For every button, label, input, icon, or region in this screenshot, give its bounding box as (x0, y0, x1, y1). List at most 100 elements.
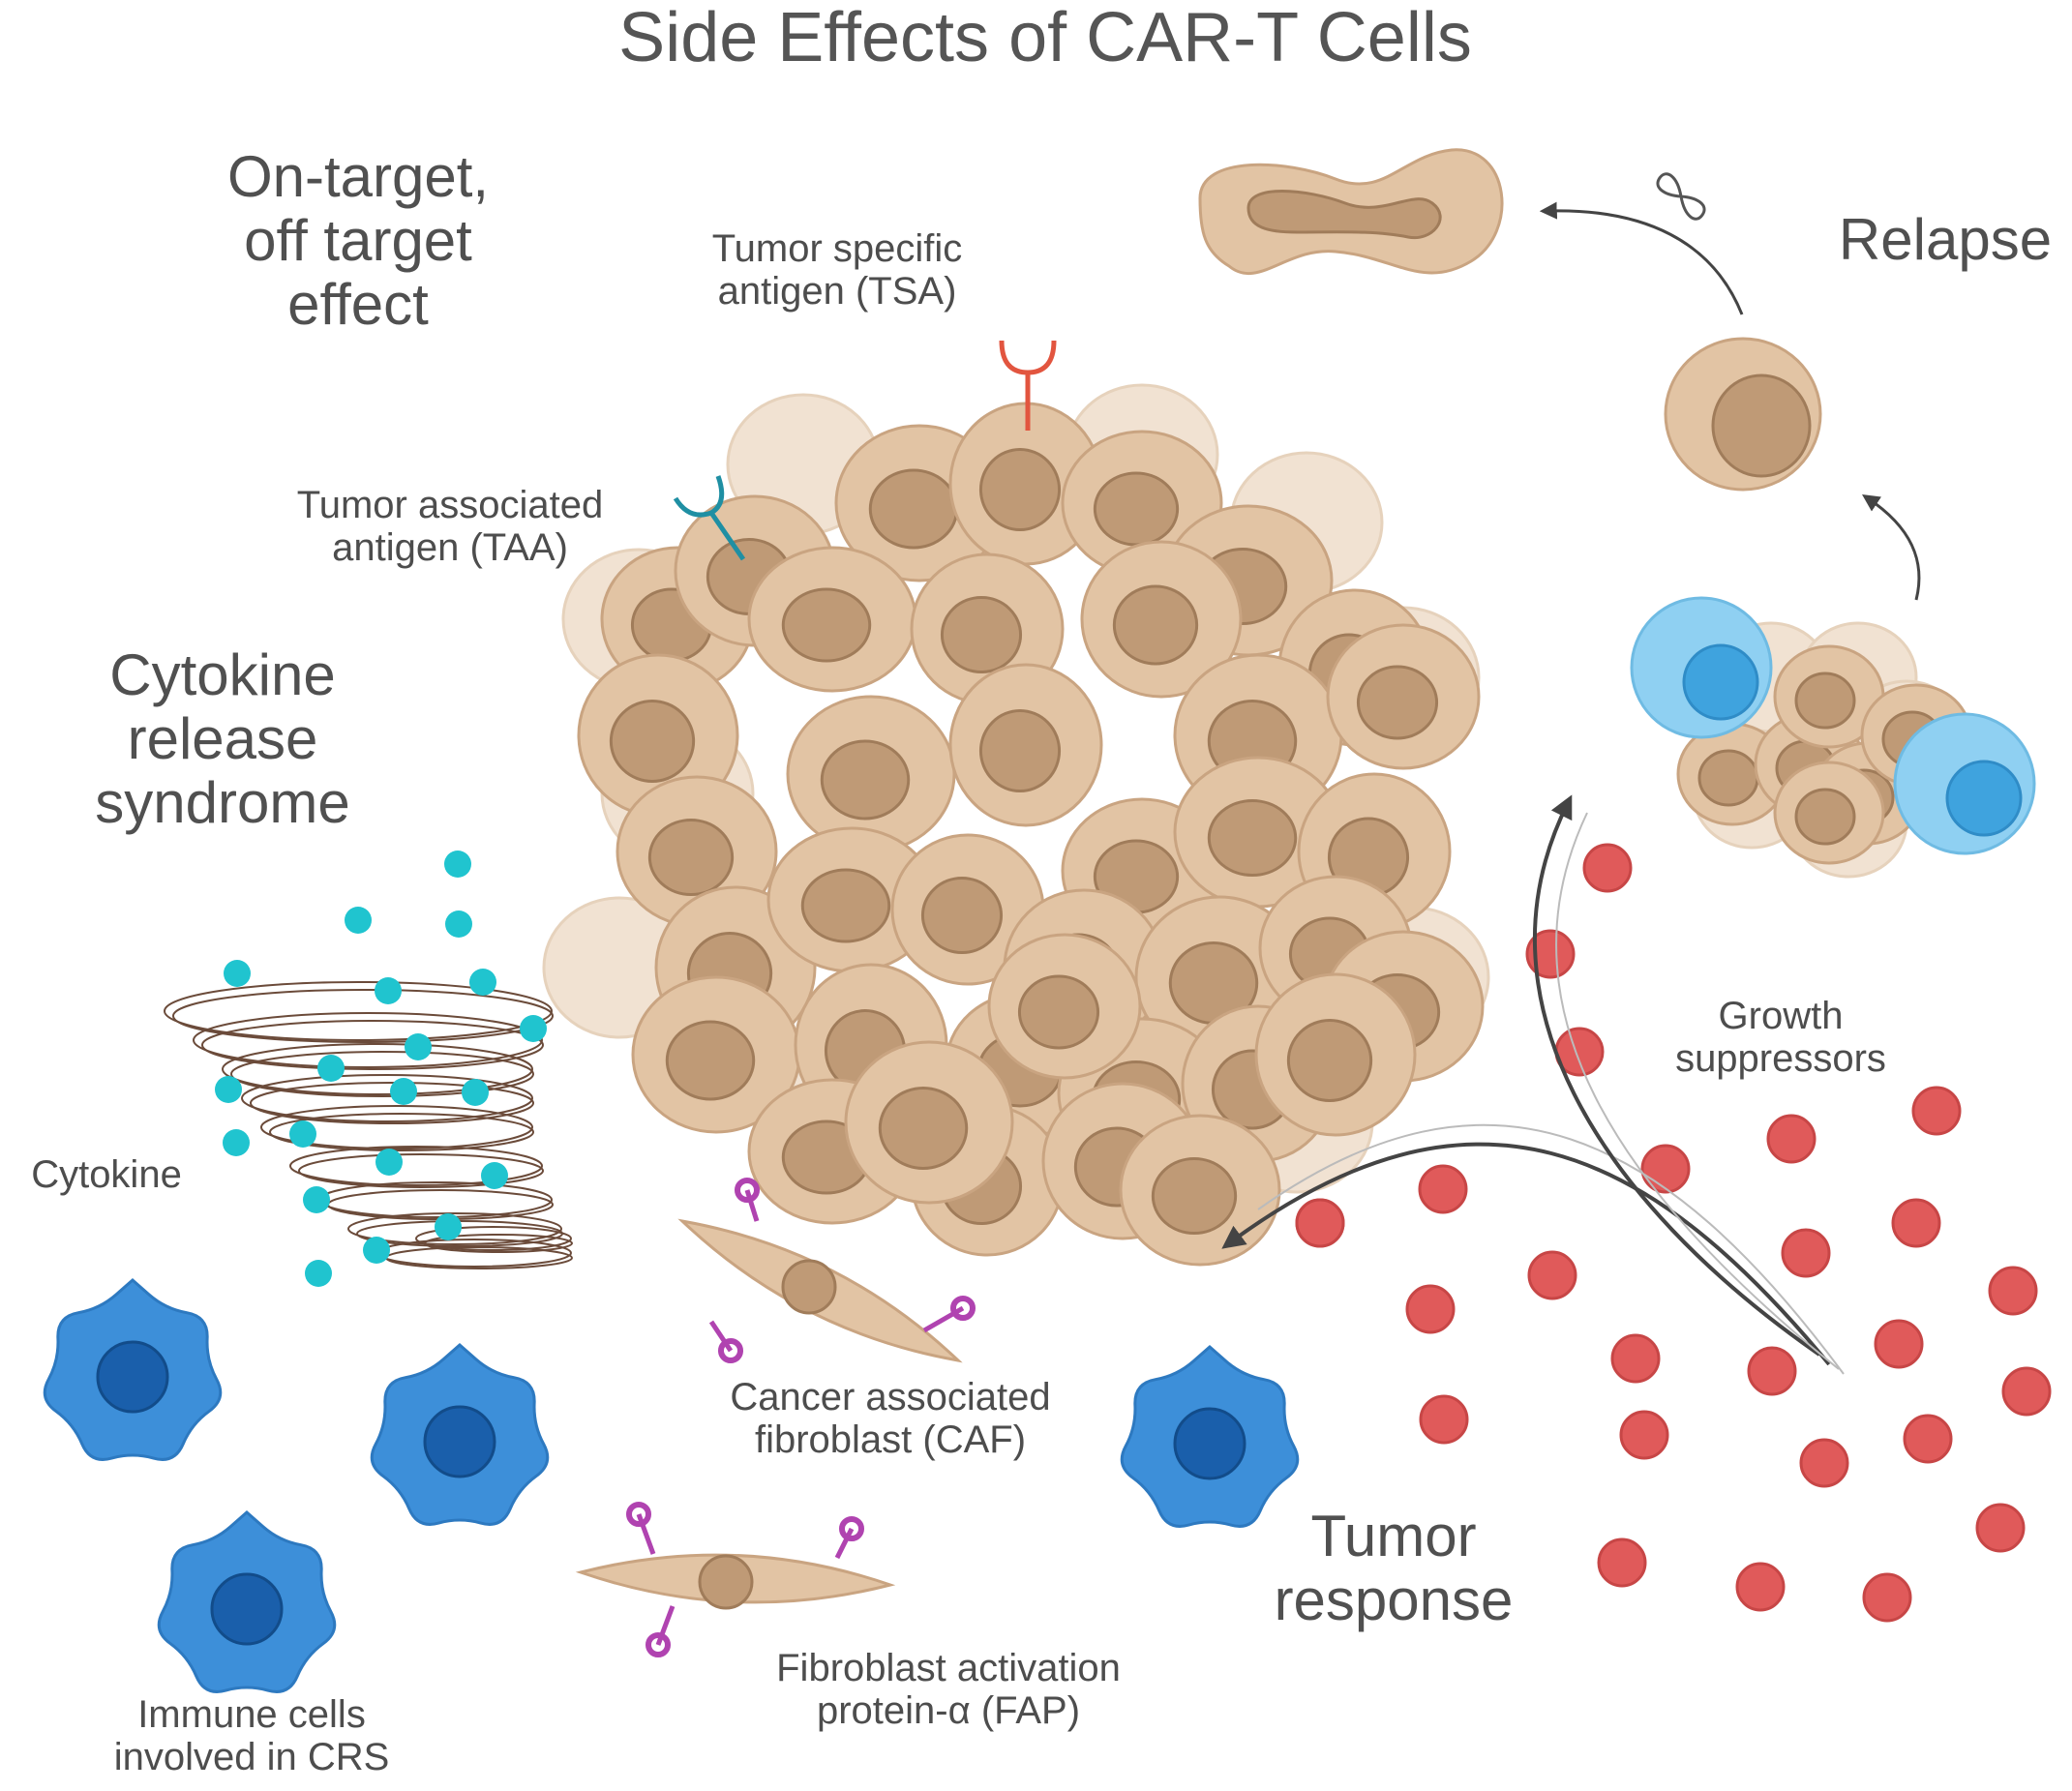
tumor-cell-nucleus (878, 1087, 969, 1170)
suppressor-dot (1295, 1198, 1345, 1248)
tumor-cell-nucleus (1356, 665, 1439, 740)
tumor-cell (747, 546, 917, 693)
tumor-cell-nucleus (820, 739, 911, 821)
suppressor-dot (1735, 1562, 1786, 1612)
fibroblast-nucleus (781, 1259, 837, 1315)
cytokine-dot (345, 907, 372, 934)
suppressor-dot (1891, 1198, 1941, 1248)
car-t-cell-nucleus (1945, 760, 2023, 837)
tumor-cell-nucleus (1207, 799, 1298, 877)
tornado-ring-inner (298, 1153, 544, 1188)
label-on-target: On-target, off target effect (165, 145, 552, 337)
label-on-target-line-2: off target (244, 208, 472, 273)
tumor-cell (786, 695, 956, 853)
cluster-cell-nucleus (1794, 788, 1856, 846)
label-cytokine: Cytokine (31, 1153, 182, 1196)
cytokine-dot (363, 1237, 390, 1264)
fibroblasts-group (575, 1178, 976, 1657)
label-on-target-line-1: On-target, (226, 144, 490, 209)
label-fap-line-1: Fibroblast activation (776, 1647, 1121, 1689)
arrow-fade-tail-1 (1257, 1123, 1845, 1375)
tornado-ring (222, 1043, 533, 1095)
tornado-ring (164, 981, 553, 1041)
cytokine-dot (375, 977, 402, 1004)
arrow-to-tumor-response (1221, 1142, 1831, 1366)
tornado-ring (289, 1146, 543, 1186)
tumor-cell (844, 1040, 1014, 1205)
arrow-single-to-dividing (1539, 201, 1744, 315)
tumor-cell (577, 653, 739, 818)
suppressor-dot (2001, 1366, 2052, 1417)
arrow-to-relapse-cluster (1533, 794, 1821, 1357)
suppressor-dot (1766, 1114, 1817, 1164)
cytokine-dot (215, 1076, 242, 1103)
tumor-cell (1326, 623, 1481, 770)
fap-receptor-stem (834, 1527, 855, 1560)
label-on-target-line-3: effect (287, 272, 429, 337)
tumor-cell-nucleus (940, 596, 1023, 673)
label-tumor-response: Tumor response (1229, 1505, 1558, 1632)
tumor-cell-nucleus (1093, 471, 1180, 547)
fap-receptor-head (646, 1632, 671, 1657)
cluster-cell-nucleus (1794, 672, 1856, 730)
suppressor-dot (1911, 1086, 1962, 1136)
label-relapse: Relapse (1838, 207, 2053, 272)
immune-cell (43, 1278, 223, 1461)
tornado-ring (347, 1212, 562, 1245)
cytokine-dot (223, 1129, 250, 1156)
car-t-cell-nucleus (1682, 643, 1759, 721)
suppressor-dot (1527, 1250, 1577, 1300)
immune-cell-nucleus (423, 1405, 496, 1478)
fap-receptor-stem (744, 1189, 760, 1222)
immune-cell (1120, 1345, 1300, 1528)
tornado-ring (415, 1226, 572, 1251)
tornado-ring-inner (327, 1189, 554, 1220)
fap-receptor-head (950, 1296, 976, 1321)
tumor-cell-nucleus (1017, 974, 1100, 1050)
label-tsa-line-2: antigen (TSA) (717, 270, 957, 313)
suppressor-dot (1975, 1503, 2026, 1553)
immune-cell-nucleus (96, 1340, 169, 1414)
label-fap: Fibroblast activation protein-α (FAP) (736, 1647, 1161, 1732)
label-crs-line-1: Cytokine (109, 642, 336, 707)
suppressor-dot (1597, 1537, 1647, 1588)
label-tumor-response-line-1: Tumor (1310, 1504, 1477, 1568)
tumor-cell-nucleus (978, 709, 1062, 792)
label-caf-line-2: fibroblast (CAF) (754, 1418, 1027, 1461)
tumor-cell-nucleus (781, 587, 872, 663)
label-growth-suppressors-line-1: Growth (1718, 995, 1844, 1037)
cytokine-dot (481, 1162, 508, 1189)
suppressor-dot (1582, 843, 1633, 893)
tumor-cell (1119, 1114, 1281, 1267)
suppressor-dot (1903, 1414, 1953, 1464)
immune-cell-nucleus (210, 1572, 284, 1646)
immune-cells-group (43, 1278, 1300, 1693)
cytokine-dot (390, 1078, 417, 1105)
cytokine-particles (215, 851, 547, 1287)
car-t-cell (1630, 596, 1773, 739)
cluster-tumor-cell (1773, 761, 1885, 865)
cytokine-tornado (164, 981, 573, 1269)
growth-suppressor-dots (1295, 843, 2052, 1623)
cytokine-dot (375, 1149, 403, 1176)
immune-cell-nucleus (1173, 1407, 1246, 1480)
cytokine-dot (462, 1079, 489, 1106)
label-caf: Cancer associated fibroblast (CAF) (697, 1376, 1084, 1461)
cytokine-dot (444, 851, 471, 878)
fap-receptor-head (718, 1338, 743, 1363)
tumor-cell (890, 833, 1045, 986)
cytokine-dot (317, 1055, 345, 1082)
fap-receptor-head (839, 1516, 864, 1541)
arrow-cluster-to-single (1862, 494, 1921, 601)
fap-receptor-head (626, 1502, 651, 1527)
tornado-ring-inner (424, 1234, 573, 1253)
tumor-cell (1080, 540, 1243, 699)
fibroblast-fap (575, 1502, 896, 1657)
label-taa-line-2: antigen (TAA) (332, 526, 568, 569)
cytokine-dot (435, 1213, 462, 1240)
label-crs-line-3: syndrome (95, 770, 350, 835)
tumor-cell (987, 933, 1142, 1080)
suppressor-dot (1619, 1410, 1669, 1460)
arrows (1221, 201, 1921, 1375)
tornado-ring-inner (269, 1113, 534, 1151)
